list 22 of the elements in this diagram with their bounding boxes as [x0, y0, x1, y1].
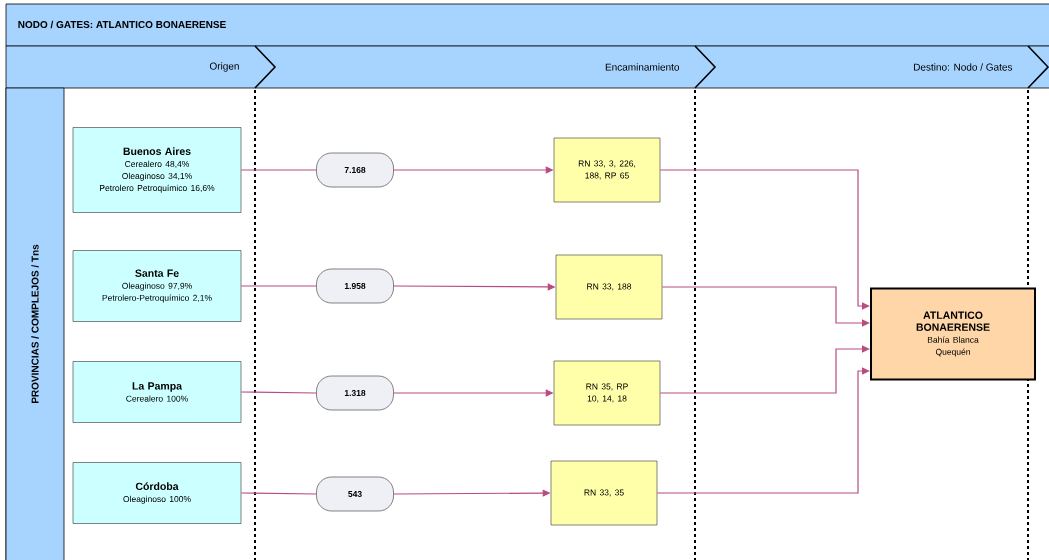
province-box: Buenos Aires Cerealero 48,4% Oleaginoso 34,1% Petrolero Petroquímico 16,6%: [72, 127, 242, 213]
province-box: Córdoba Oleaginoso 100%: [72, 462, 242, 524]
arrow: [656, 367, 870, 494]
province-box: Santa Fe Oleaginoso 97,9% Petrolero-Petroquímico 2,1%: [72, 250, 242, 322]
route-box: RN 33, 188: [555, 254, 663, 320]
arrow: [659, 345, 870, 394]
phase-label: Encaminamiento: [605, 63, 680, 71]
phase-label: Origen: [209, 62, 239, 72]
route-box: RN 33, 35: [550, 460, 658, 526]
phase-label: Destino: Nodo / Gates: [914, 63, 1013, 71]
header-band: NODO / GATES: ATLANTICO BONAERENSE: [5, 3, 1049, 47]
destination-box: ATLANTICO BONAERENSE Bahía Blanca Quequén: [870, 287, 1036, 381]
route-box: RN 35, RP 10, 14, 18: [553, 360, 661, 426]
volume-pill: 543: [316, 476, 394, 512]
volume-pill: 1.318: [316, 375, 394, 411]
arrow: [659, 169, 870, 310]
province-box: La Pampa Cerealero 100%: [72, 361, 242, 423]
arrow: [661, 286, 870, 327]
volume-pill: 1.958: [316, 268, 394, 304]
route-box: RN 33, 3, 226, 188, RP 65: [553, 137, 661, 203]
volume-pill: 7.168: [316, 152, 394, 188]
lane-header: PROVINCIAS / COMPLEJOS / Tns: [5, 87, 65, 560]
